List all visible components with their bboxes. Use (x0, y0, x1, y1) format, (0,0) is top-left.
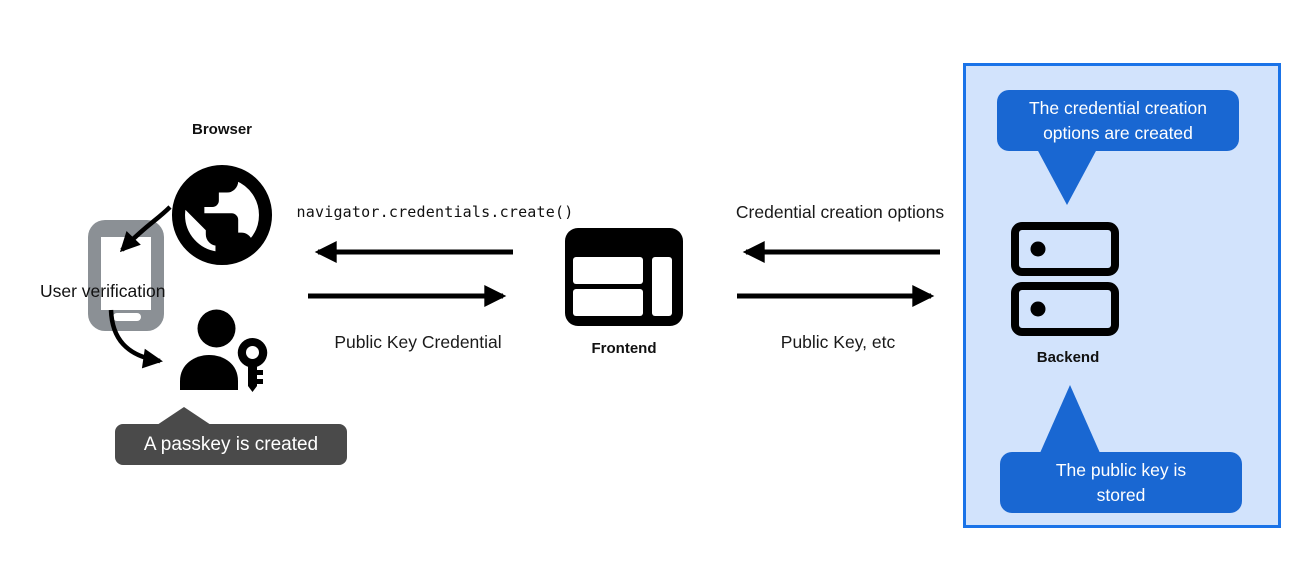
browser-label: Browser (191, 121, 253, 138)
navigator-credentials-create-label: navigator.credentials.create() (296, 203, 574, 221)
globe-icon (171, 164, 273, 266)
public-key-stored-bubble-text: The public key is stored (1055, 459, 1187, 505)
smartphone-icon (88, 220, 164, 331)
frontend-label: Frontend (591, 340, 657, 357)
person-key-icon (180, 309, 268, 392)
credential-creation-options-label: Credential creation options (735, 202, 945, 222)
server-icon (1011, 222, 1119, 336)
credential-options-bubble-text: The credential creation options are crea… (1028, 97, 1208, 143)
public-key-credential-label: Public Key Credential (334, 332, 502, 352)
backend-label: Backend (1036, 349, 1100, 366)
passkey-tooltip-text: A passkey is created (143, 433, 319, 455)
passkey-tooltip-pointer (157, 407, 211, 425)
credential-options-bubble-pointer (1037, 149, 1097, 205)
user-verification-label: User verification (40, 281, 166, 301)
credential-options-bubble: The credential creation options are crea… (997, 90, 1239, 151)
passkey-tooltip: A passkey is created (115, 424, 347, 465)
public-key-stored-bubble-pointer (1040, 385, 1100, 453)
public-key-etc-label: Public Key, etc (780, 332, 896, 352)
public-key-stored-bubble: The public key is stored (1000, 452, 1242, 513)
browser-window-icon (565, 228, 683, 326)
